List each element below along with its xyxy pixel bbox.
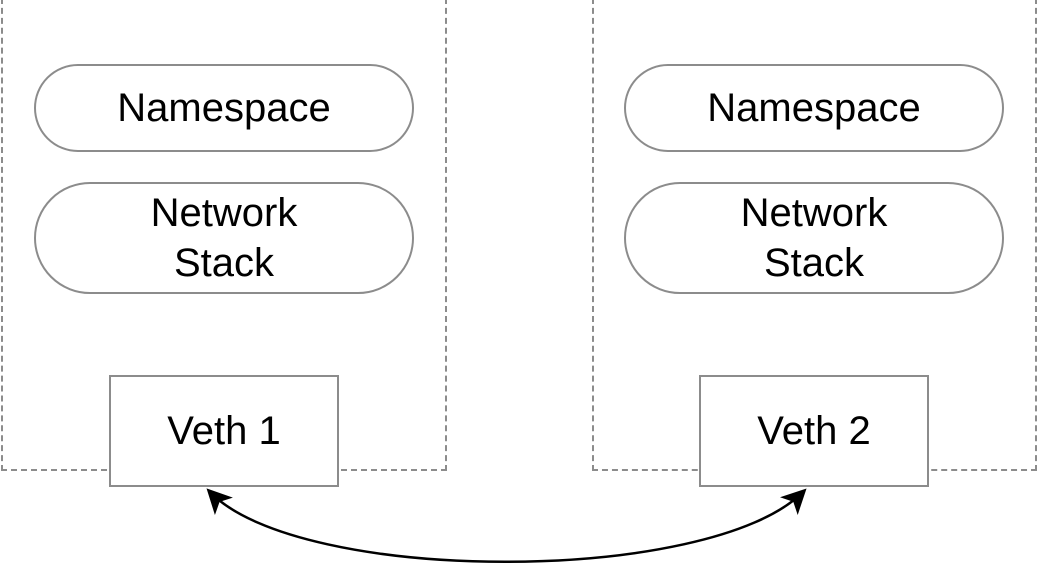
namespace-pill-left: Namespace (34, 64, 414, 152)
network-stack-line2-right: Stack (763, 241, 865, 285)
veth-link-arrow (206, 488, 807, 563)
veth-box-right: Veth 2 (699, 375, 929, 487)
namespace-label-left: Namespace (117, 86, 331, 130)
namespace-label-right: Namespace (707, 86, 921, 130)
network-stack-line1-right: Network (740, 191, 888, 235)
network-stack-label-left: Network Stack (151, 188, 298, 288)
veth-label-left: Veth 1 (167, 408, 281, 453)
veth-label-right: Veth 2 (757, 408, 871, 453)
network-stack-line1-left: Network (150, 191, 298, 235)
namespace-pill-right: Namespace (624, 64, 1004, 152)
network-stack-line2-left: Stack (173, 241, 275, 285)
network-stack-pill-left: Network Stack (34, 182, 414, 294)
network-stack-pill-right: Network Stack (624, 182, 1004, 294)
network-stack-label-right: Network Stack (741, 188, 888, 288)
veth-box-left: Veth 1 (109, 375, 339, 487)
